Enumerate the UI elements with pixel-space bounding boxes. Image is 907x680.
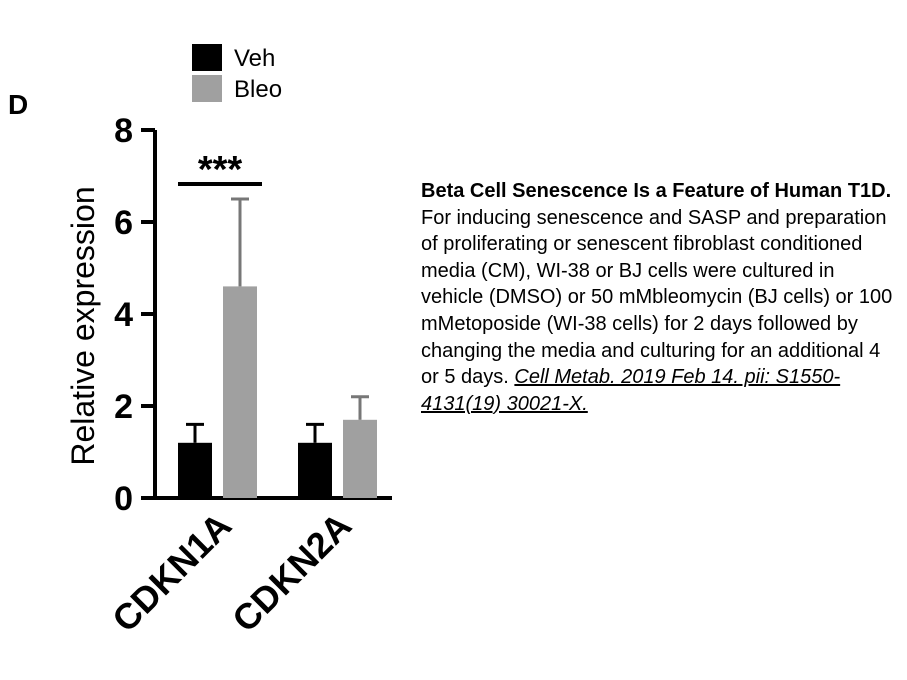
legend-swatch-bleo (192, 75, 222, 102)
legend-swatch-veh (192, 44, 222, 71)
panel-label: D (8, 89, 28, 120)
caption-title: Beta Cell Senescence Is a Feature of Hum… (421, 180, 892, 202)
x-tick-label-cdkn2a: CDKN2A (224, 505, 359, 640)
bar-cdkn2a-bleo (343, 419, 377, 498)
y-tick-label-4: 4 (114, 296, 133, 334)
citation-link[interactable]: Cell Metab. 2019 Feb 14. pii: S1550-4131… (421, 366, 841, 415)
bar-cdkn1a-bleo (223, 286, 257, 498)
caption-body: For inducing senescence and SASP and pre… (421, 206, 893, 389)
significance-label: *** (198, 149, 243, 191)
bar-cdkn2a-veh (298, 442, 332, 498)
x-tick-label-cdkn1a: CDKN1A (104, 505, 239, 640)
figure-caption: Beta Cell Senescence Is a Feature of Hum… (421, 178, 899, 417)
legend-label-bleo: Bleo (234, 76, 282, 103)
y-tick-label-2: 2 (114, 388, 133, 426)
y-tick-label-6: 6 (114, 204, 133, 242)
y-axis-label: Relative expression (65, 186, 101, 465)
y-tick-label-0: 0 (114, 480, 133, 518)
bar-cdkn1a-veh (178, 442, 212, 498)
legend-label-veh: Veh (234, 45, 275, 72)
y-tick-label-8: 8 (114, 112, 133, 150)
